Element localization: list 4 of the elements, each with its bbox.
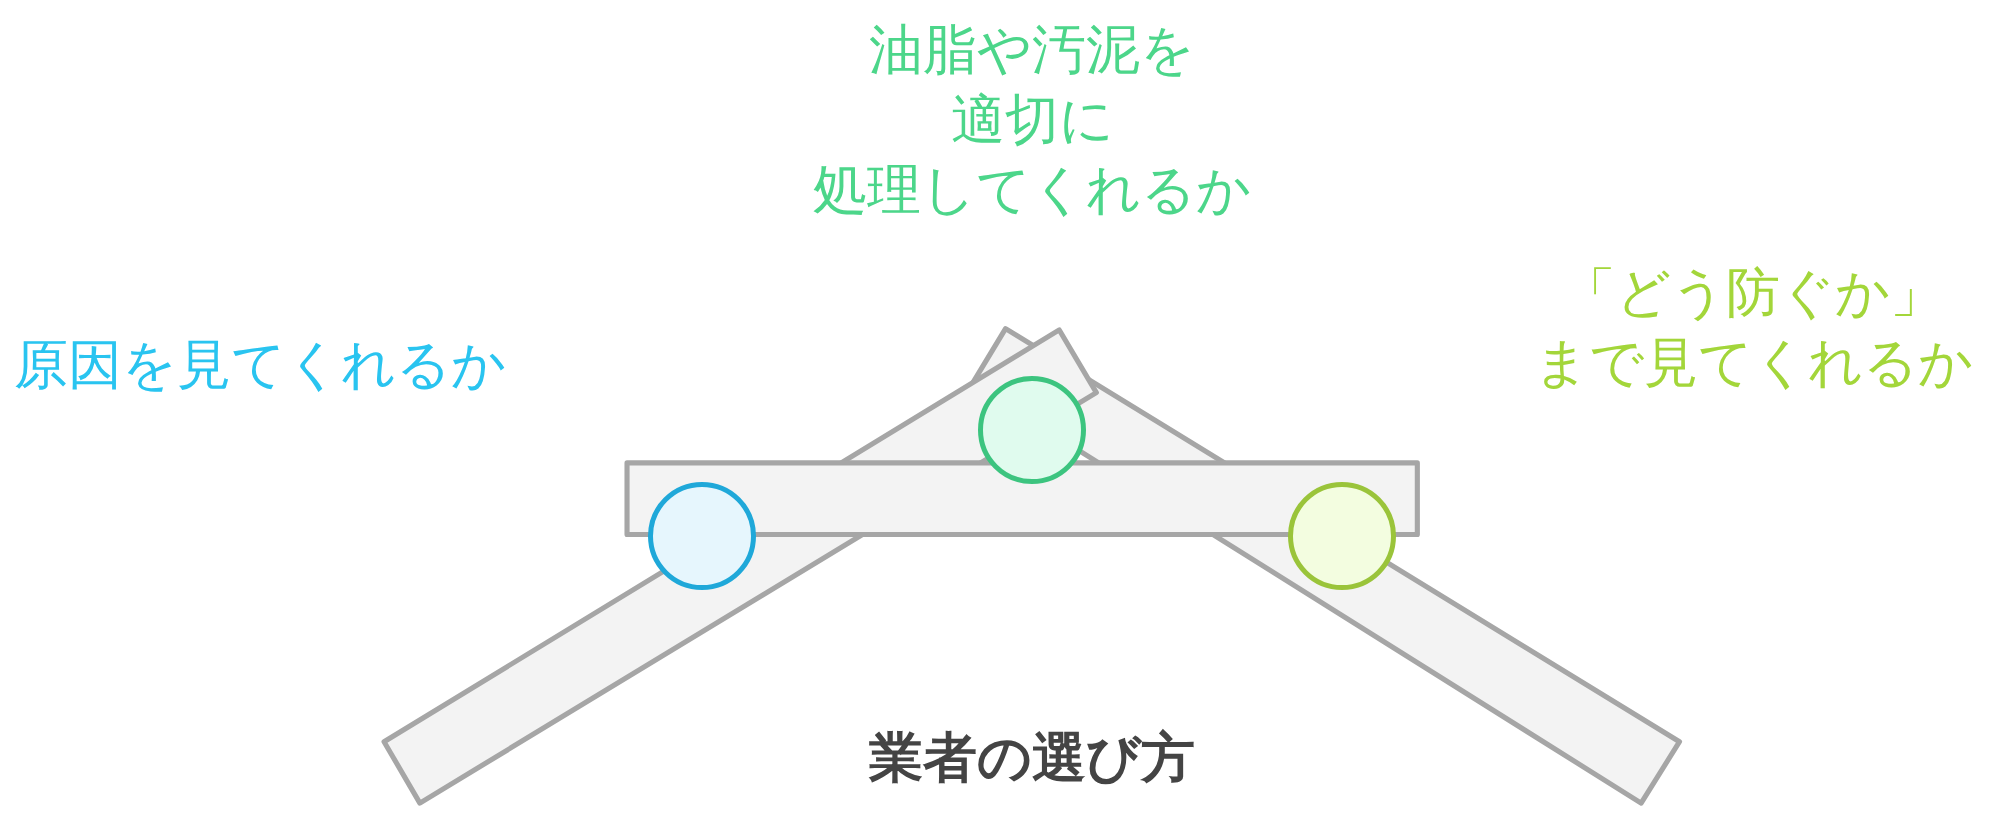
criterion-label: 原因を見てくれるか (13, 332, 507, 398)
diagram-title: 業者の選び方 (868, 725, 1196, 791)
criterion-label: 油脂や汚泥を適切に処理してくれるか (812, 17, 1252, 223)
criterion-label: 「どう防ぐか」まで見てくれるか (1532, 260, 1974, 396)
